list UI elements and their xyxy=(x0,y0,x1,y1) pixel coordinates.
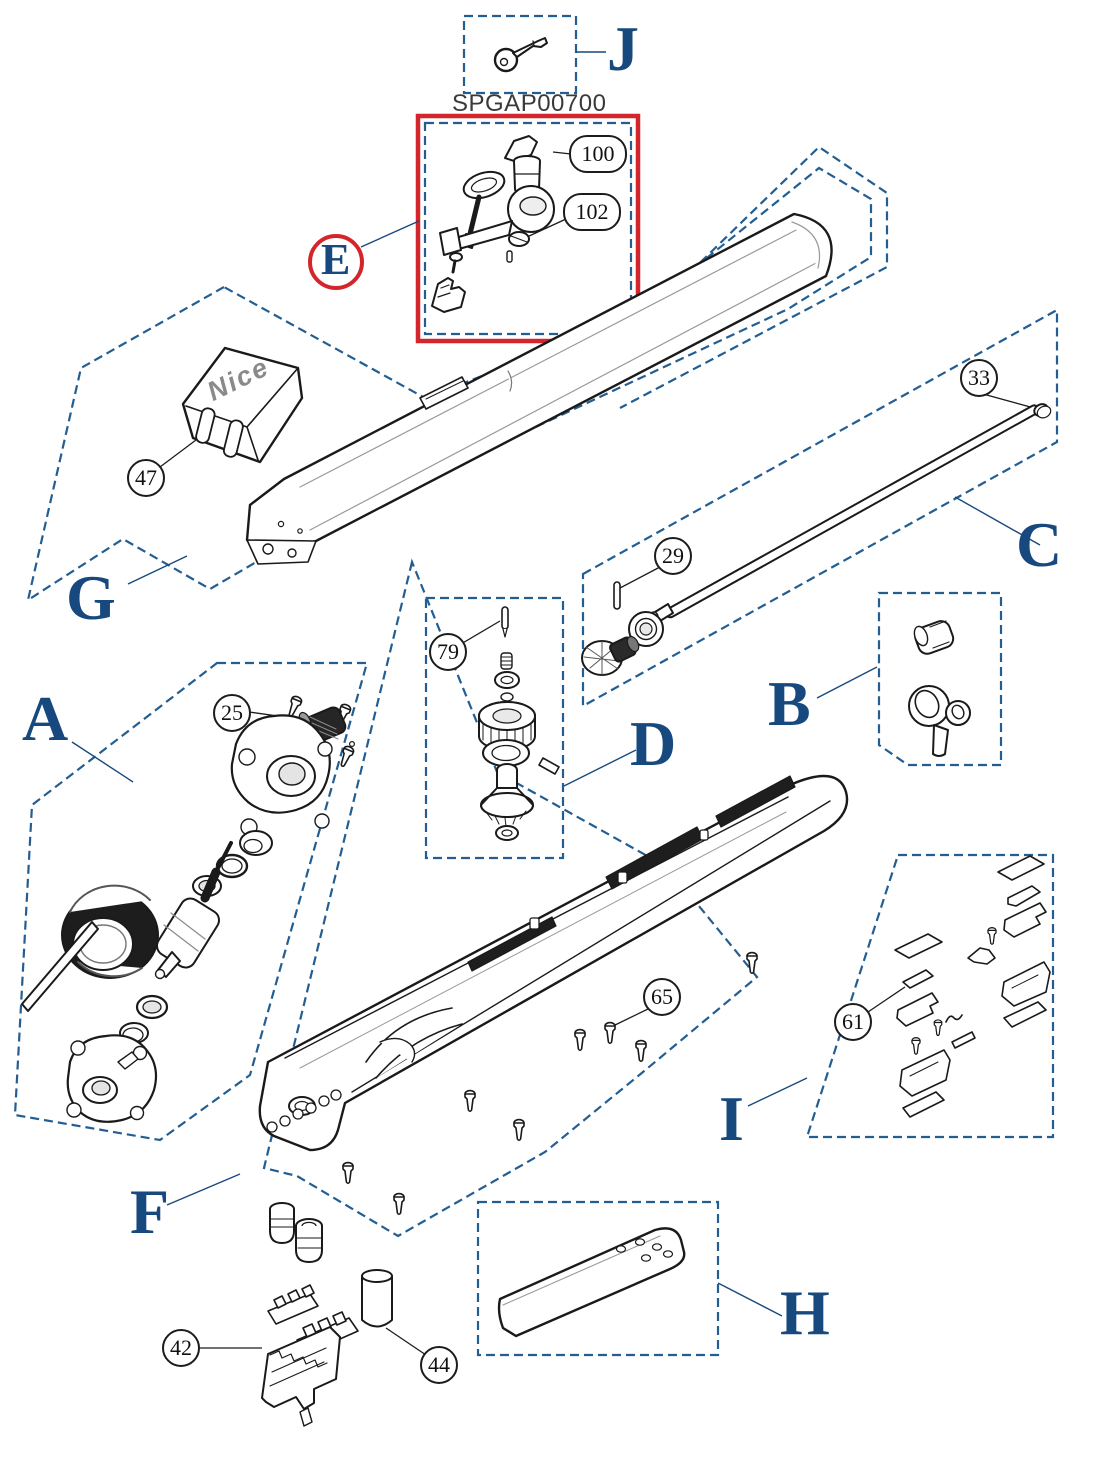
region-e-inner-box xyxy=(423,121,633,336)
part-callout-65: 65 xyxy=(643,978,681,1016)
section-label-f: F xyxy=(130,1176,170,1247)
region-d-box xyxy=(424,596,565,860)
section-label-h: H xyxy=(780,1277,830,1348)
cable-gland-parts xyxy=(269,1202,323,1263)
base-shell-part xyxy=(258,774,849,1152)
section-label-e: E xyxy=(321,235,351,284)
section-label-d: D xyxy=(630,708,677,779)
product-code: SPGAP00700 xyxy=(452,90,607,117)
callout-leader-lines xyxy=(159,151,1035,1356)
part-callout-29: 29 xyxy=(654,537,692,575)
letter-leader-lines xyxy=(71,51,1041,1317)
section-e-circle xyxy=(308,234,364,290)
part-callout-102: 102 xyxy=(563,193,621,231)
release-key-part xyxy=(493,37,548,73)
section-label-a: A xyxy=(22,683,69,754)
gear-stack-parts xyxy=(478,606,560,841)
lead-screw-parts xyxy=(581,403,1052,676)
section-label-b: B xyxy=(768,668,811,739)
region-i-outline xyxy=(805,853,1055,1139)
arm-top-shell-part xyxy=(245,212,833,565)
region-h-box xyxy=(476,1200,720,1357)
motor-cover-part xyxy=(181,346,304,464)
motor-assembly-parts xyxy=(21,694,356,1123)
part-callout-47: 47 xyxy=(127,459,165,497)
part-callout-79: 79 xyxy=(429,633,467,671)
mounting-bar-part xyxy=(497,1227,686,1338)
part-callout-42: 42 xyxy=(162,1329,200,1367)
section-label-c: C xyxy=(1016,509,1063,580)
highlight-red-group xyxy=(308,113,641,344)
part-callout-33: 33 xyxy=(960,359,998,397)
section-label-i: I xyxy=(719,1083,744,1154)
part-callout-100: 100 xyxy=(569,135,627,173)
limit-switch-parts xyxy=(894,855,1051,1118)
section-label-j: J xyxy=(607,13,639,84)
section-label-g: G xyxy=(66,562,116,633)
capacitor-part xyxy=(361,1269,393,1328)
screw xyxy=(336,744,356,770)
mount-fitting-parts xyxy=(908,620,971,757)
part-callout-61: 61 xyxy=(834,1003,872,1041)
terminal-block-parts xyxy=(261,1284,359,1427)
region-a-outline xyxy=(13,661,369,1142)
part-callout-44: 44 xyxy=(420,1346,458,1384)
region-f-outline xyxy=(262,558,759,1238)
region-b-outline xyxy=(877,591,1003,767)
part-callout-25: 25 xyxy=(213,694,251,732)
region-arm-outer-outline xyxy=(599,145,889,409)
parts-artwork xyxy=(21,37,1052,1427)
release-lever-parts xyxy=(431,135,555,313)
highlight-box xyxy=(415,113,641,344)
region-j-box xyxy=(462,14,578,95)
